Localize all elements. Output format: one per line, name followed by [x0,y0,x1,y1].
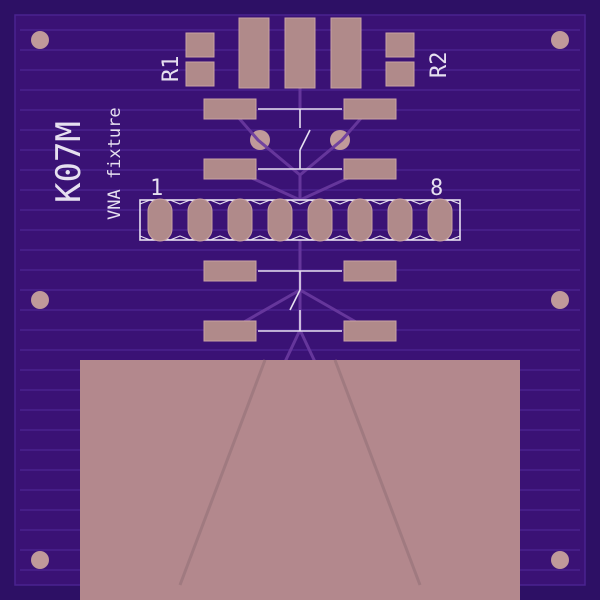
header-pad-4 [267,198,293,242]
pin-1-label: 1 [150,176,163,201]
switch-pad [343,98,397,120]
connector-pad [330,17,362,89]
mounting-hole-icon [551,551,569,569]
switch-pad [343,320,397,342]
switch-symbol-icon [258,270,342,332]
switch-pad [203,320,257,342]
upper-switch-pads [203,98,397,180]
header-pad-5 [307,198,333,242]
header-pad-2 [187,198,213,242]
header-pad-8 [427,198,453,242]
switch-pad [203,260,257,282]
header-pad-3 [227,198,253,242]
pin-8-label: 8 [430,176,443,201]
header-outline [139,199,461,241]
resistor-r2 [385,32,415,87]
connector-pad [284,17,316,89]
pour-trace-shadow [178,359,422,586]
mounting-hole-icon [31,291,49,309]
top-connector [238,17,362,89]
r1-label: R1 [159,56,184,83]
mounting-hole-icon [551,31,569,49]
switch-pad [343,260,397,282]
mounting-hole-icon [31,31,49,49]
connector-pad [238,17,270,89]
lower-switch-pads [203,260,397,342]
switch-symbol-icon [258,108,342,170]
subtitle-label: VNA fixture [105,107,125,220]
copper-pour [80,360,520,600]
callsign-label: K07M [49,121,89,203]
r1-pad-top [185,32,215,58]
r2-label: R2 [427,52,452,79]
trace [228,107,302,200]
switch-pad [203,98,257,120]
mounting-hole-icon [31,551,49,569]
silkscreen-text: K07M VNA fixture R1 R2 1 8 [49,52,452,221]
r2-pad-top [385,32,415,58]
r2-pad-bottom [385,61,415,87]
header-pad-6 [347,198,373,242]
header-pad-7 [387,198,413,242]
switch-pad [203,158,257,180]
header-pad-1 [147,198,173,242]
switch-pad [343,158,397,180]
header-pads [147,198,453,242]
resistor-r1 [185,32,215,87]
mounting-hole-icon [551,291,569,309]
r1-pad-bottom [185,61,215,87]
